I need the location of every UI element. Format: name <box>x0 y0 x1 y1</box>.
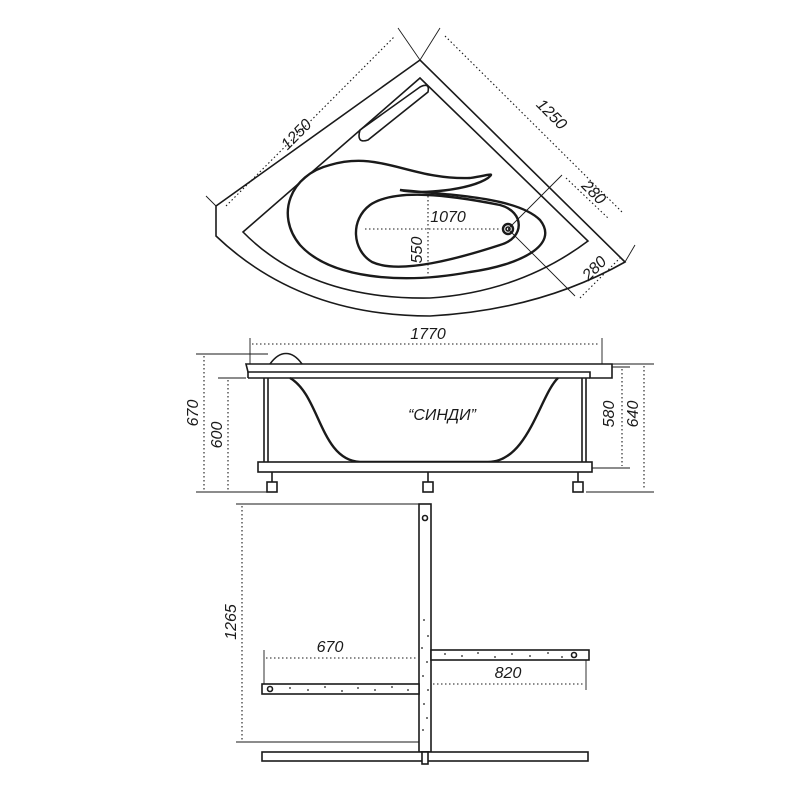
dim-height-right-total: 640 <box>625 401 642 428</box>
dim-height-total: 670 <box>185 400 202 427</box>
frame-main-beam <box>418 503 432 753</box>
dim-offset-top: 280 <box>577 177 609 209</box>
dim-height-rim: 600 <box>209 422 226 449</box>
dim-arm-left: 670 <box>317 639 344 656</box>
dim-height-right-rim: 580 <box>601 401 618 428</box>
dim-total-length: 1770 <box>410 326 446 343</box>
front-view: “СИНДИ” 1770 670 <box>185 326 654 493</box>
backrest-groove <box>358 84 430 142</box>
foot-right <box>572 472 584 493</box>
front-base-bar <box>257 461 593 473</box>
tub-bowl-outer <box>286 159 547 280</box>
dim-offset-bottom: 280 <box>579 253 611 285</box>
tub-outer-contour <box>215 58 627 317</box>
dim-frame-length: 1265 <box>223 604 240 640</box>
front-rim <box>244 363 613 379</box>
dim-side-right: 1250 <box>533 96 570 133</box>
foot-center <box>422 472 434 493</box>
foot-left <box>266 472 278 493</box>
dim-inner-width: 550 <box>409 237 426 264</box>
top-view: 1250 1250 280 280 1070 550 <box>205 27 636 317</box>
frame-view: 1265 670 820 <box>223 503 590 765</box>
front-headrest <box>269 352 303 365</box>
drain-icon <box>501 222 515 236</box>
dim-arm-right: 820 <box>495 665 522 682</box>
tub-rim-contour <box>241 76 590 299</box>
model-name: “СИНДИ” <box>408 407 477 424</box>
dim-inner-length: 1070 <box>430 209 466 226</box>
frame-arm-left <box>261 683 420 695</box>
frame-arm-right <box>430 649 590 661</box>
tub-bowl-inner <box>354 193 520 268</box>
